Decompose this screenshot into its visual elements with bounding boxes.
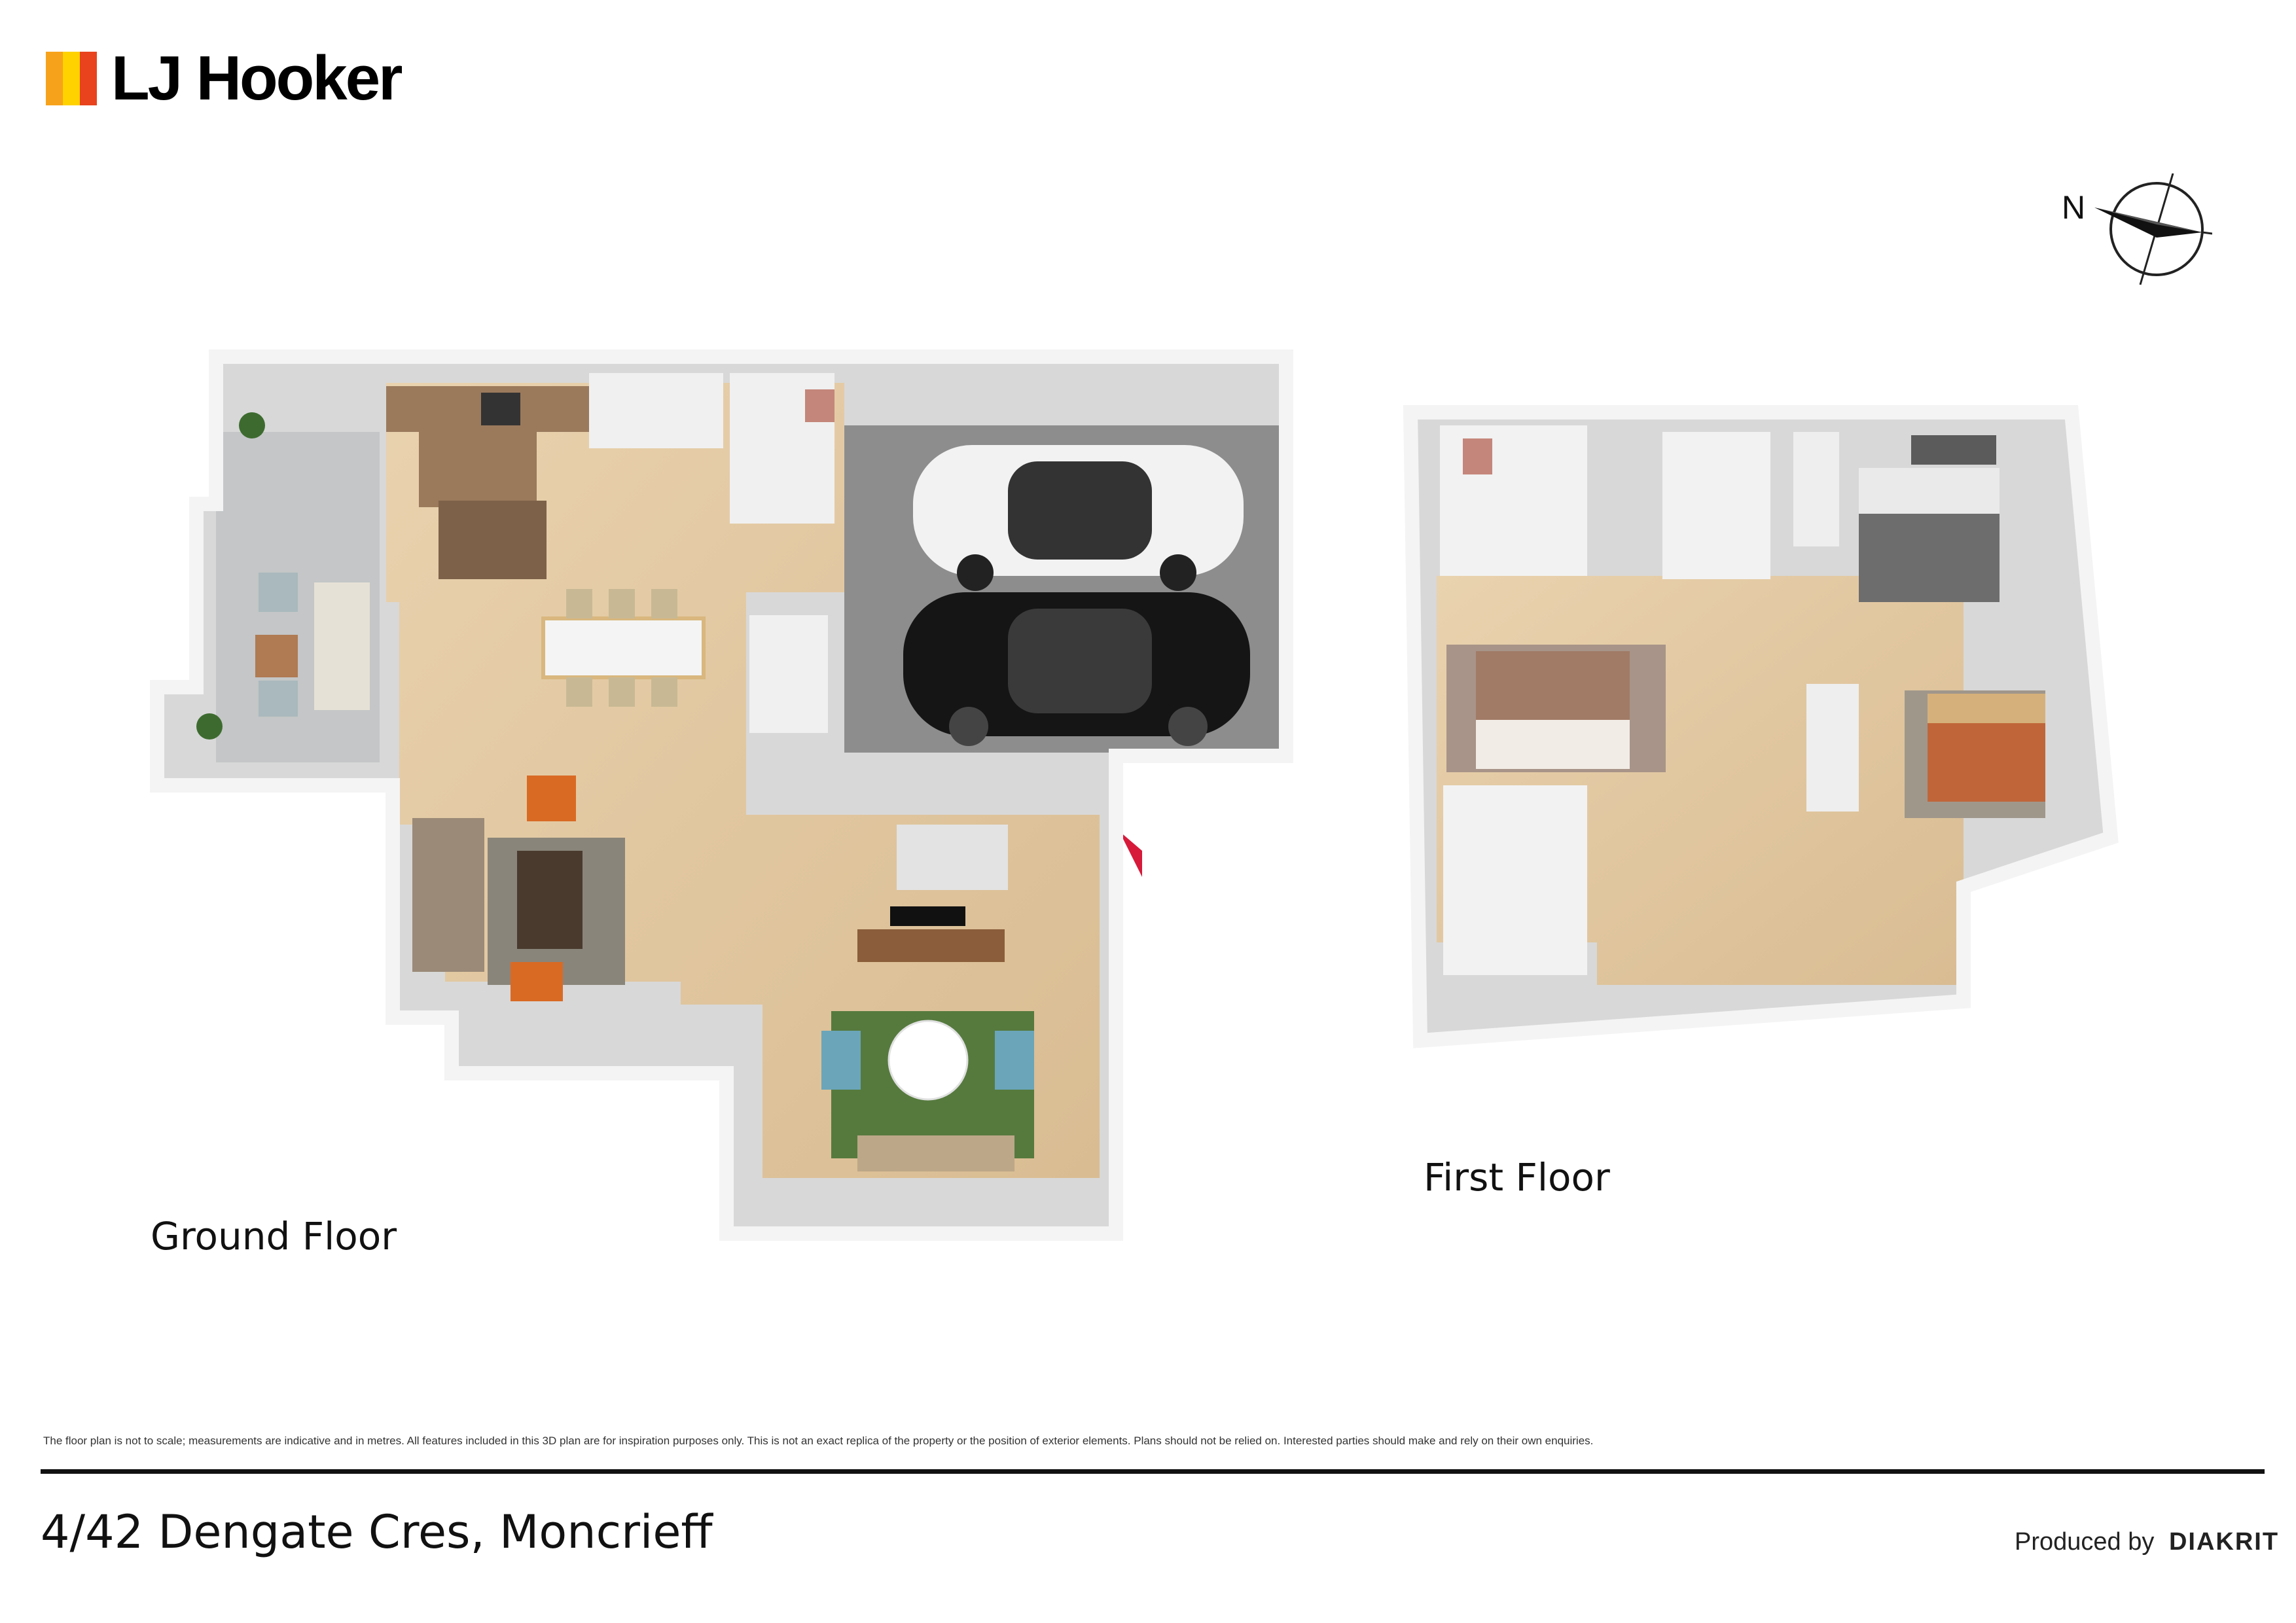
- brand-logo-mark: [46, 52, 97, 105]
- produced-by: Produced by DIAKRIT: [2015, 1528, 2279, 1556]
- sofa: [412, 818, 484, 972]
- compass-icon: [2094, 173, 2212, 285]
- produced-by-prefix: Produced by: [2015, 1528, 2155, 1556]
- ground-floor-label: Ground Floor: [151, 1214, 397, 1258]
- car-white: [913, 445, 1244, 591]
- car-black: [903, 592, 1250, 746]
- compass-north-label: N: [2062, 189, 2086, 226]
- logo-bar-red: [80, 52, 97, 105]
- brand-logo: LJ Hooker: [46, 43, 403, 113]
- first-floor-label: First Floor: [1424, 1155, 1610, 1200]
- logo-bar-orange: [46, 52, 63, 105]
- entry-arrow-icon: [1119, 831, 1142, 877]
- first-floor-plan: [1403, 405, 2119, 1048]
- ground-floor-plan: [150, 349, 1293, 1241]
- disclaimer-text: The floor plan is not to scale; measurem…: [43, 1435, 1594, 1447]
- dining-table: [541, 616, 706, 679]
- logo-bar-yellow: [63, 52, 80, 105]
- property-address: 4/42 Dengate Cres, Moncrieff: [41, 1505, 713, 1559]
- footer-divider: [41, 1469, 2265, 1474]
- coffee-table: [517, 851, 583, 949]
- producer-logo: DIAKRIT: [2168, 1528, 2280, 1556]
- brand-name: LJ Hooker: [111, 43, 403, 113]
